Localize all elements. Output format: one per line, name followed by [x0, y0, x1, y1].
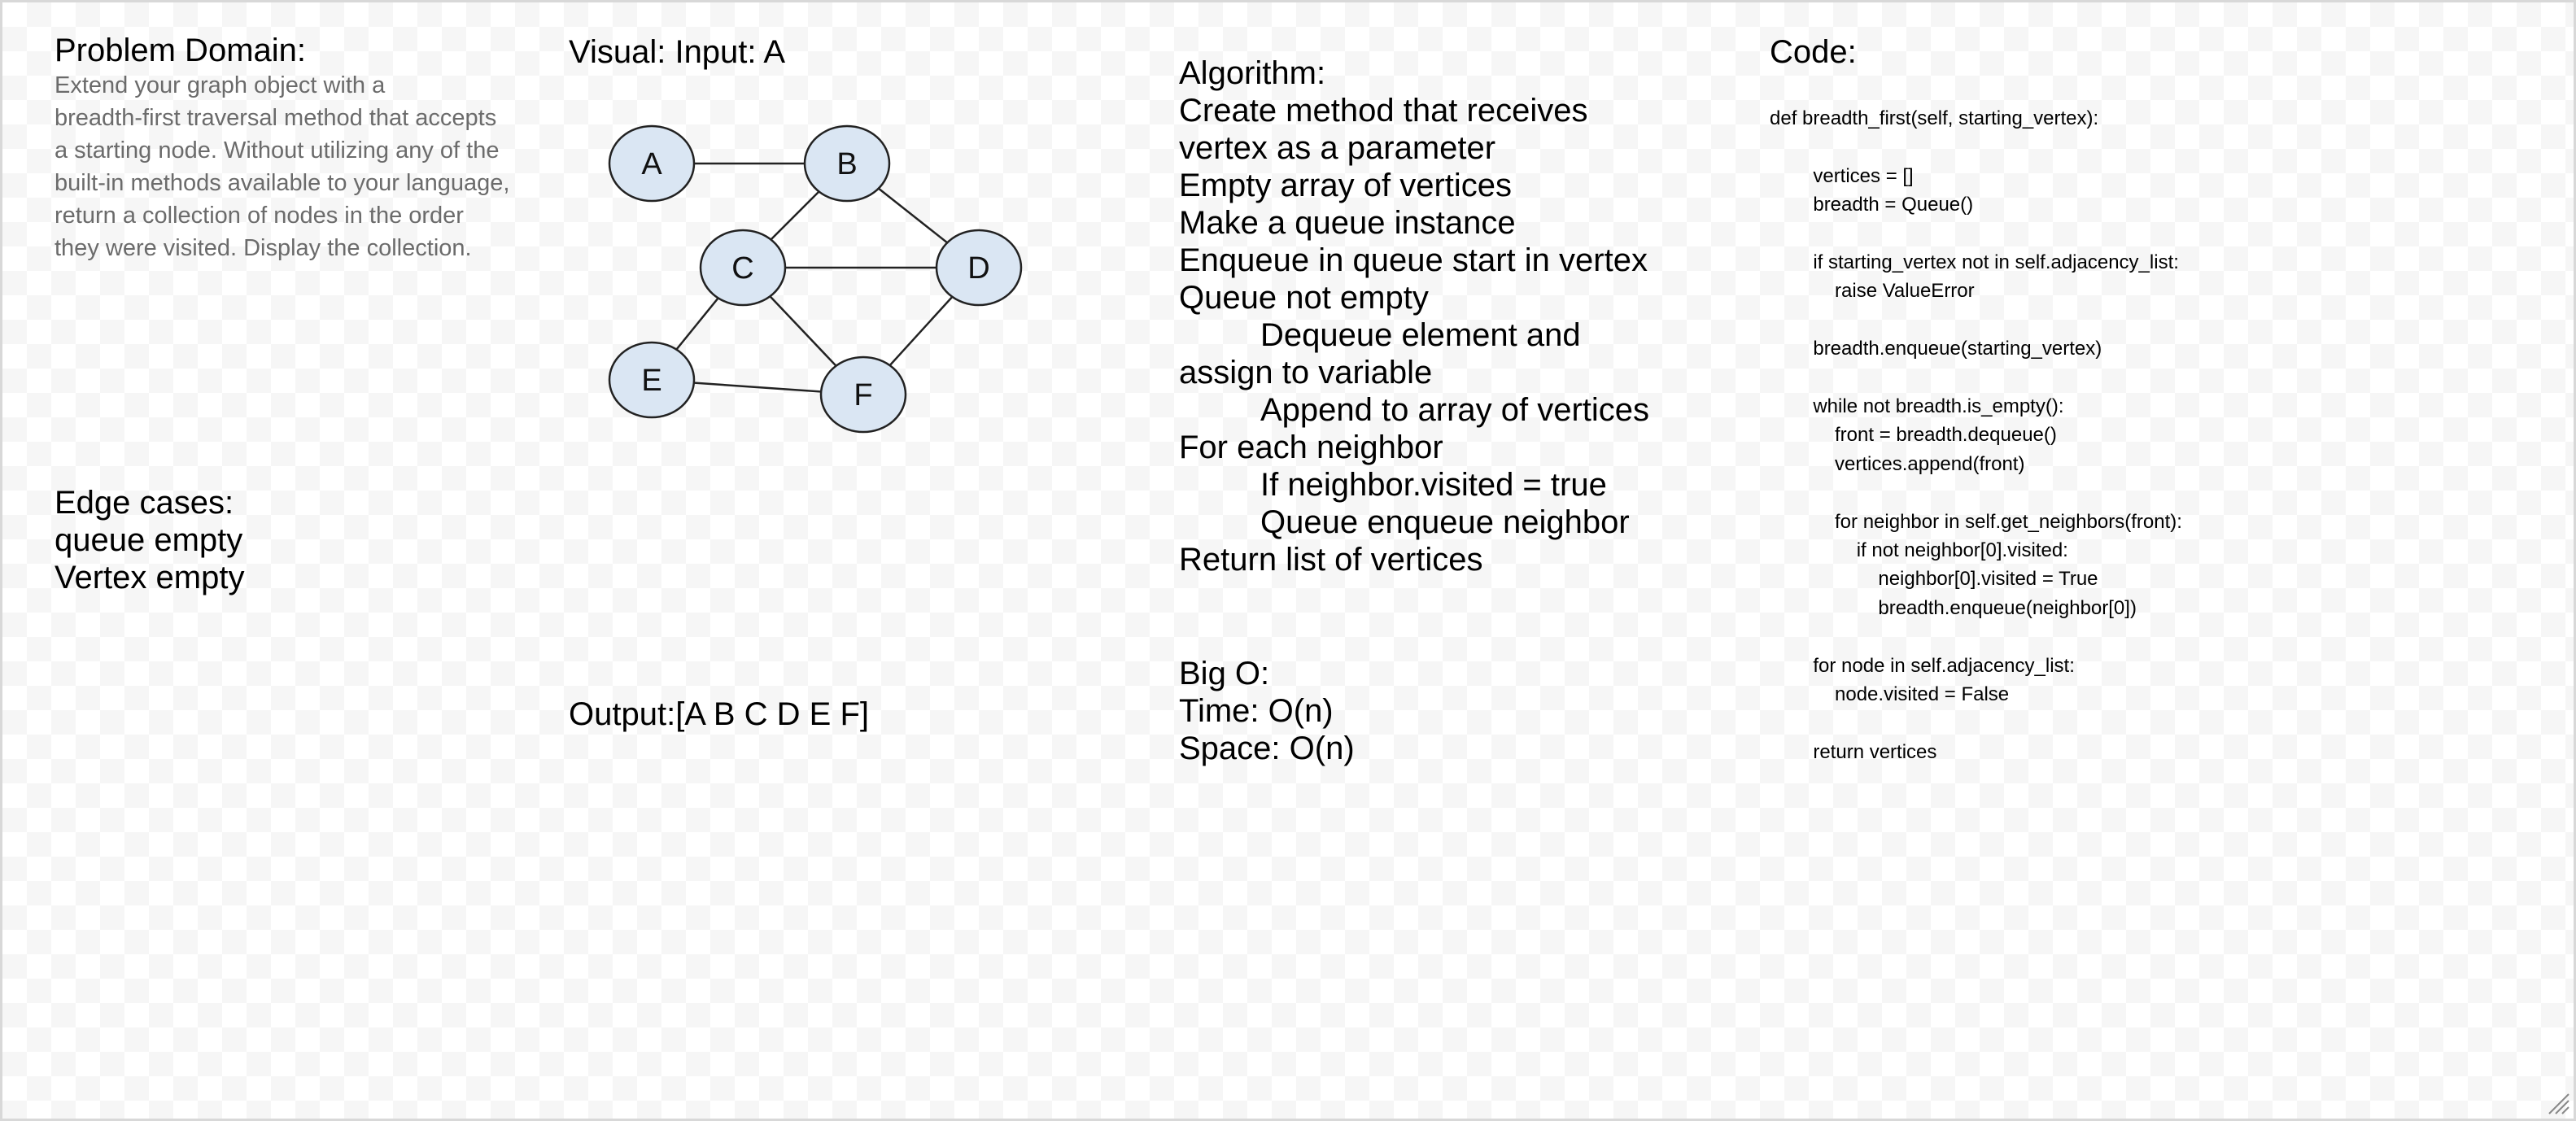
algorithm-step: assign to variable [1179, 355, 1433, 390]
edge-cases-heading: Edge cases: [55, 485, 234, 521]
big-o-section: Big O: Time: O(n) Space: O(n) [1179, 655, 1355, 767]
code-block: def breadth_first(self, starting_vertex)… [1770, 104, 2182, 766]
node-shape [819, 355, 907, 434]
code-line: raise ValueError [1770, 280, 1975, 303]
description-line: return a collection of nodes in the orde… [55, 203, 464, 229]
node-label: C [731, 251, 753, 286]
code-line [1770, 478, 2182, 507]
code-line: vertices.append(front) [1770, 452, 2025, 475]
code-line: breadth.enqueue(starting_vertex) [1770, 338, 2102, 360]
algorithm-heading: Algorithm: [1179, 55, 1326, 91]
algorithm-step: Create method that receives [1179, 93, 1588, 129]
code-line: if not neighbor[0].visited: [1770, 539, 2068, 562]
node-d: D [935, 229, 1023, 307]
node-shape [608, 124, 696, 203]
node-shape [803, 124, 891, 203]
code-line: breadth = Queue() [1770, 194, 1974, 216]
code-heading: Code: [1770, 34, 1857, 70]
graph-nodes: A B C D E F [608, 124, 1023, 434]
description-line: a starting node. Without utilizing any o… [55, 137, 500, 164]
problem-domain-description: Extend your graph object with a breadth-… [55, 69, 526, 264]
description-line: they were visited. Display the collectio… [55, 235, 472, 261]
code-line: def breadth_first(self, starting_vertex)… [1770, 107, 2099, 129]
node-shape [699, 229, 787, 307]
node-shape [935, 229, 1023, 307]
node-label: B [836, 147, 857, 181]
code-line [1770, 622, 2182, 651]
algorithm-step: For each neighbor [1179, 430, 1443, 465]
description-line: Extend your graph object with a [55, 72, 386, 98]
description-line: breadth-first traversal method that acce… [55, 105, 497, 131]
node-label: A [641, 147, 662, 181]
node-a: A [608, 124, 696, 203]
algorithm-step: Append to array of vertices [1260, 392, 1650, 428]
algorithm-step: Make a queue instance [1179, 205, 1516, 241]
code-line: neighbor[0].visited = True [1770, 568, 2098, 591]
problem-domain-section: Problem Domain: Extend your graph object… [55, 32, 526, 264]
algorithm-step: If neighbor.visited = true [1260, 467, 1607, 503]
graph-edges [651, 162, 980, 396]
algorithm-step: Enqueue in queue start in vertex [1179, 242, 1648, 278]
algorithm-step: vertex as a parameter [1179, 130, 1496, 166]
code-line [1770, 220, 2182, 248]
code-line: front = breadth.dequeue() [1770, 424, 2057, 447]
node-shape [608, 341, 696, 419]
big-o-space: Space: O(n) [1179, 731, 1355, 766]
edge-case-item: queue empty [55, 522, 243, 558]
code-line: node.visited = False [1770, 683, 2010, 706]
code-line [1770, 306, 2182, 334]
algorithm-step: Queue not empty [1179, 280, 1429, 316]
resize-grip-icon[interactable] [2546, 1091, 2570, 1115]
edge-cases-section: Edge cases: queue empty Vertex empty [55, 484, 244, 596]
node-e: E [608, 341, 696, 419]
algorithm-step: Dequeue element and [1260, 317, 1581, 353]
node-c: C [699, 229, 787, 307]
node-label: E [641, 364, 661, 398]
node-f: F [819, 355, 907, 434]
node-label: D [967, 251, 989, 286]
visual-heading: Visual: Input: A [569, 34, 786, 70]
code-line: if starting_vertex not in self.adjacency… [1770, 251, 2179, 273]
code-line [1770, 364, 2182, 392]
problem-domain-heading: Problem Domain: [55, 33, 307, 68]
big-o-heading: Big O: [1179, 656, 1270, 691]
algorithm-step: Queue enqueue neighbor [1260, 504, 1630, 540]
code-line: breadth.enqueue(neighbor[0]) [1770, 596, 2137, 619]
graph-diagram: A B C D E F [608, 124, 1023, 434]
code-line: while not breadth.is_empty(): [1770, 395, 2064, 417]
description-line: built-in methods available to your langu… [55, 170, 510, 196]
node-b: B [803, 124, 891, 203]
output-text: Output:[A B C D E F] [569, 696, 870, 732]
algorithm-step: Return list of vertices [1179, 542, 1483, 578]
node-label: F [854, 378, 872, 412]
algorithm-step: Empty array of vertices [1179, 168, 1513, 203]
code-line: for node in self.adjacency_list: [1770, 654, 2075, 677]
code-line [1770, 133, 2182, 161]
code-line: vertices = [] [1770, 164, 1914, 187]
code-line: for neighbor in self.get_neighbors(front… [1770, 510, 2182, 533]
code-line: return vertices [1770, 740, 1937, 763]
big-o-time: Time: O(n) [1179, 693, 1334, 729]
edge-case-item: Vertex empty [55, 560, 245, 595]
code-line [1770, 709, 2182, 737]
